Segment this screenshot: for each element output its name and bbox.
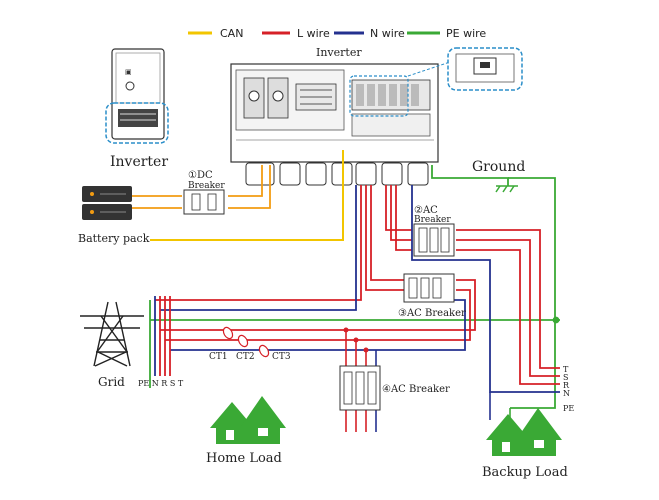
- svg-text:N: N: [563, 389, 570, 398]
- svg-text:T: T: [563, 365, 569, 374]
- inverter-body: [230, 61, 451, 186]
- ethernet-port-icon: [447, 47, 523, 91]
- dc-wiring: [132, 165, 271, 209]
- ct-sensors: [222, 326, 270, 358]
- dc-breaker: [183, 189, 225, 215]
- ct2-label: CT2: [236, 352, 255, 362]
- ac-breaker-2-label: Breaker: [414, 215, 451, 225]
- legend-pe-wire: PE wire: [446, 27, 486, 40]
- backup-phase-labels: T S R N PE: [563, 365, 574, 413]
- svg-text:S: S: [563, 373, 568, 382]
- home-load-label: Home Load: [206, 451, 282, 466]
- svg-text:PE: PE: [563, 404, 574, 413]
- inverter-left-label: Inverter: [110, 154, 168, 170]
- transmission-tower-icon: [80, 301, 144, 367]
- backup-load-label: Backup Load: [482, 465, 568, 480]
- ct1-label: CT1: [209, 352, 228, 362]
- ac-breaker-4: [339, 365, 381, 411]
- dc-breaker-label: Breaker: [188, 181, 225, 191]
- svg-text:▣: ▣: [125, 68, 132, 76]
- dc-breaker-num: ①DC: [188, 170, 213, 181]
- svg-text:R: R: [563, 381, 570, 390]
- grid-bus: [154, 296, 171, 376]
- ac-breaker-3: [403, 273, 455, 303]
- inverter-icon: ▣: [105, 48, 169, 144]
- ac-breaker-4-label: ④AC Breaker: [382, 384, 450, 395]
- junction-dots: [343, 327, 369, 353]
- ct3-label: CT3: [272, 352, 291, 362]
- ac-wiring: [155, 185, 560, 393]
- legend-n-wire: N wire: [370, 27, 405, 40]
- legend-l-wire: L wire: [297, 27, 330, 40]
- house-icon: [210, 396, 286, 444]
- grid-label: Grid: [98, 375, 125, 389]
- battery-pack-label: Battery pack: [78, 232, 150, 245]
- house-icon: [486, 408, 562, 456]
- battery-icon: [82, 186, 132, 220]
- ground-icon: [495, 185, 518, 193]
- can-wire: [150, 150, 344, 241]
- legend: CAN L wire N wire PE wire: [188, 27, 486, 40]
- legend-can: CAN: [220, 27, 243, 40]
- inverter-top-label: Inverter: [316, 46, 362, 59]
- ac-breaker-2-num: ②AC: [414, 205, 438, 216]
- pe-wiring: [149, 165, 560, 409]
- ac-breaker-2: [413, 223, 455, 257]
- grid-phases-label: PE N R S T: [138, 379, 184, 388]
- ground-label: Ground: [472, 159, 525, 175]
- ac-breaker-3-label: ③AC Breaker: [398, 308, 466, 319]
